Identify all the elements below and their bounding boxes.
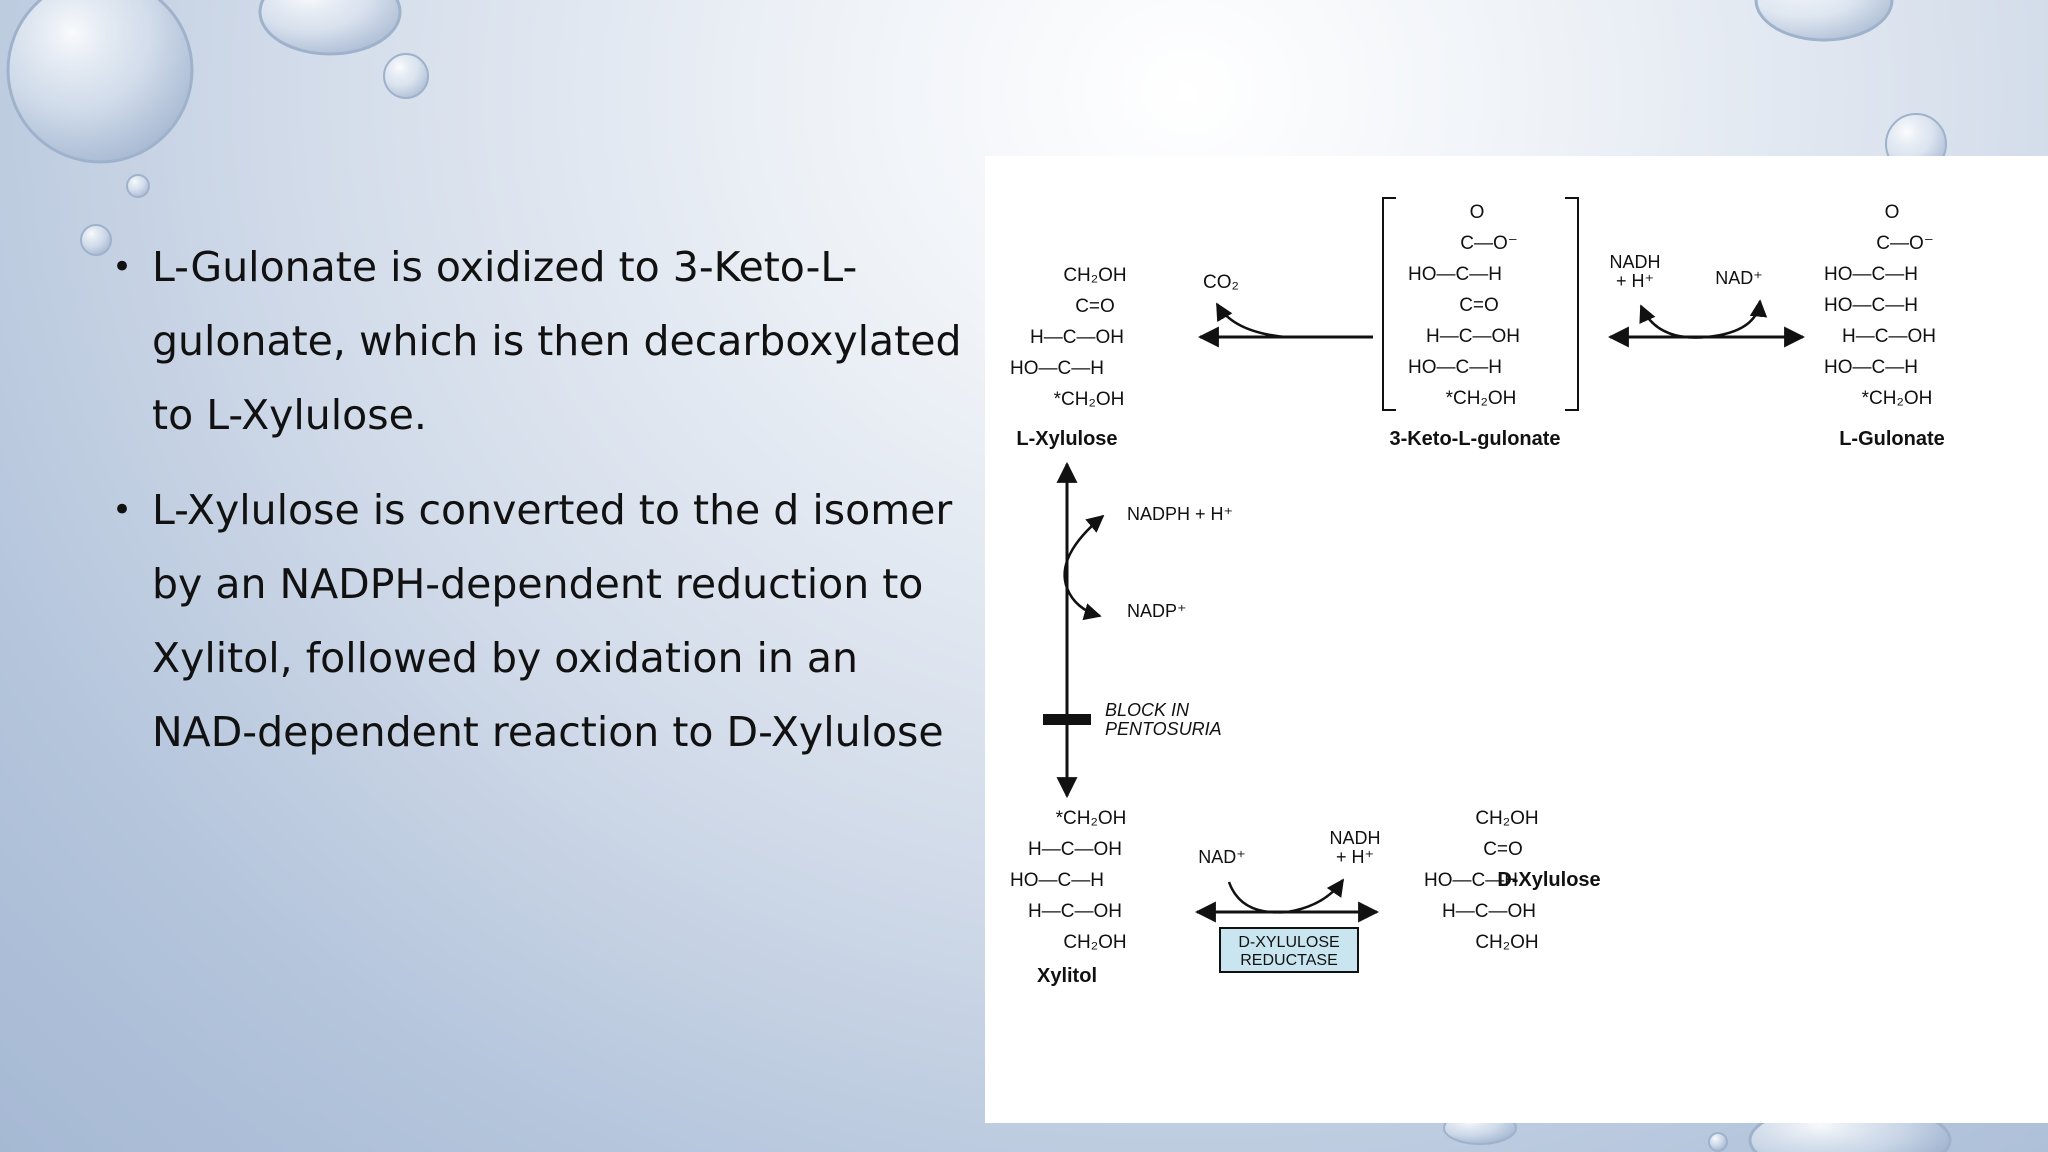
structure-row: H—C—OH: [1028, 839, 1122, 860]
nadh-label: NADH: [1329, 828, 1380, 848]
block-label: PENTOSURIA: [1105, 719, 1222, 739]
left-bracket: [1382, 197, 1396, 411]
structure-row: H—C—OH: [1842, 326, 1936, 347]
gulonate-oxidation-step: NADH + H⁺ NAD⁺: [1607, 252, 1806, 348]
nadp-label: NADP⁺: [1127, 601, 1187, 621]
structure-row: HO—C—H: [1010, 358, 1104, 379]
water-drop: [1708, 1132, 1728, 1152]
structure-row: C—O⁻: [1460, 233, 1518, 254]
water-drop: [80, 224, 112, 256]
cofactor-curve-arrow: [1227, 878, 1345, 914]
nadph-label: NADPH + H⁺: [1127, 504, 1233, 524]
enzyme-label: REDUCTASE: [1240, 952, 1338, 969]
structure-row: H—C—OH: [1030, 327, 1124, 348]
water-drop: [126, 174, 150, 198]
compound-xylitol: *CH₂OH H—C—OH HO—C—H H—C—OH CH₂OH Xylito…: [1010, 808, 1127, 987]
structure-row: HO—C—H: [1408, 357, 1502, 378]
structure-row: CH₂OH: [1063, 265, 1126, 286]
structure-row: HO—C—H: [1824, 295, 1918, 316]
bullet-text: L-Xylulose is converted to the d isomer …: [152, 486, 953, 756]
water-drop: [383, 53, 429, 99]
xylitol-oxidation-step: NAD⁺ NADH + H⁺ D-XYLULOSE REDUCTASE: [1194, 828, 1381, 973]
compound-name: 3-Keto-L-gulonate: [1389, 428, 1560, 450]
bullet-text: L-Gulonate is oxidized to 3-Keto-L-gulon…: [152, 243, 962, 439]
enzyme-box: [1219, 927, 1359, 973]
bullet-item: L-Gulonate is oxidized to 3-Keto-L-gulon…: [108, 230, 968, 452]
co2-release-arrow: [1215, 302, 1286, 339]
co2-label: CO₂: [1203, 272, 1239, 293]
structure-row: HO—C—H: [1408, 264, 1502, 285]
structure-row: HO—C—H: [1010, 870, 1104, 891]
water-drop: [6, 0, 194, 164]
structure-row: H—C—OH: [1426, 326, 1520, 347]
compound-name: L-Xylulose: [1016, 428, 1117, 450]
structure-row: HO—C—H: [1824, 357, 1918, 378]
compound-name: Xylitol: [1037, 965, 1097, 987]
block-label: BLOCK IN: [1105, 700, 1190, 720]
structure-row: C=O: [1483, 839, 1523, 860]
structure-row: H—C—OH: [1442, 901, 1536, 922]
compound-3-keto-l-gulonate: O C—O⁻ HO—C—H C=O H—C—OH HO—C—H *CH₂OH 3…: [1382, 197, 1579, 450]
compound-d-xylulose: CH₂OH C=O HO—C—H H—C—OH CH₂OH D-Xylulose: [1424, 808, 1601, 953]
water-drop: [258, 0, 402, 56]
structure-row: C=O: [1459, 295, 1499, 316]
structure-row: CH₂OH: [1475, 932, 1538, 953]
decarboxylation-step: CO₂: [1197, 272, 1373, 348]
structure-row: H—C—OH: [1028, 901, 1122, 922]
structure-row: O: [1470, 202, 1485, 223]
structure-row: *CH₂OH: [1446, 388, 1517, 409]
compound-name: L-Gulonate: [1839, 428, 1945, 450]
bullet-list: L-Gulonate is oxidized to 3-Keto-L-gulon…: [108, 230, 968, 790]
block-bar: [1043, 714, 1091, 725]
water-drop: [1754, 0, 1894, 42]
nad-label: NAD⁺: [1715, 268, 1763, 288]
uronic-acid-pathway-diagram: CH₂OH C=O H—C—OH HO—C—H *CH₂OH L-Xylulos…: [1010, 197, 1945, 987]
structure-row: C=O: [1075, 296, 1115, 317]
structure-row: HO—C—H: [1824, 264, 1918, 285]
structure-row: *CH₂OH: [1862, 388, 1933, 409]
nadh-label: NADH: [1609, 252, 1660, 272]
compound-l-gulonate: O C—O⁻ HO—C—H HO—C—H H—C—OH HO—C—H *CH₂O…: [1824, 202, 1945, 450]
cofactor-curve-arrow: [1639, 299, 1768, 339]
bullet-item: L-Xylulose is converted to the d isomer …: [108, 473, 968, 769]
nadh-proton-label: + H⁺: [1616, 271, 1654, 291]
compound-name: D-Xylulose: [1497, 869, 1600, 891]
structure-row: *CH₂OH: [1056, 808, 1127, 829]
structure-row: O: [1885, 202, 1900, 223]
pathway-figure: CH₂OH C=O H—C—OH HO—C—H *CH₂OH L-Xylulos…: [985, 156, 2048, 1123]
structure-row: C—O⁻: [1876, 233, 1934, 254]
right-bracket: [1565, 197, 1579, 411]
structure-row: *CH₂OH: [1054, 389, 1125, 410]
structure-row: CH₂OH: [1475, 808, 1538, 829]
reduction-step: NADPH + H⁺ NADP⁺ BLOCK IN PENTOSURIA: [1043, 461, 1233, 799]
structure-row: CH₂OH: [1063, 932, 1126, 953]
compound-l-xylulose: CH₂OH C=O H—C—OH HO—C—H *CH₂OH L-Xylulos…: [1010, 265, 1127, 450]
nad-label: NAD⁺: [1198, 847, 1246, 867]
enzyme-label: D-XYLULOSE: [1238, 934, 1339, 951]
structure-row: HO—C—H: [1424, 870, 1518, 891]
nadh-proton-label: + H⁺: [1336, 847, 1374, 867]
cofactor-curve-arrow: [1063, 514, 1105, 621]
